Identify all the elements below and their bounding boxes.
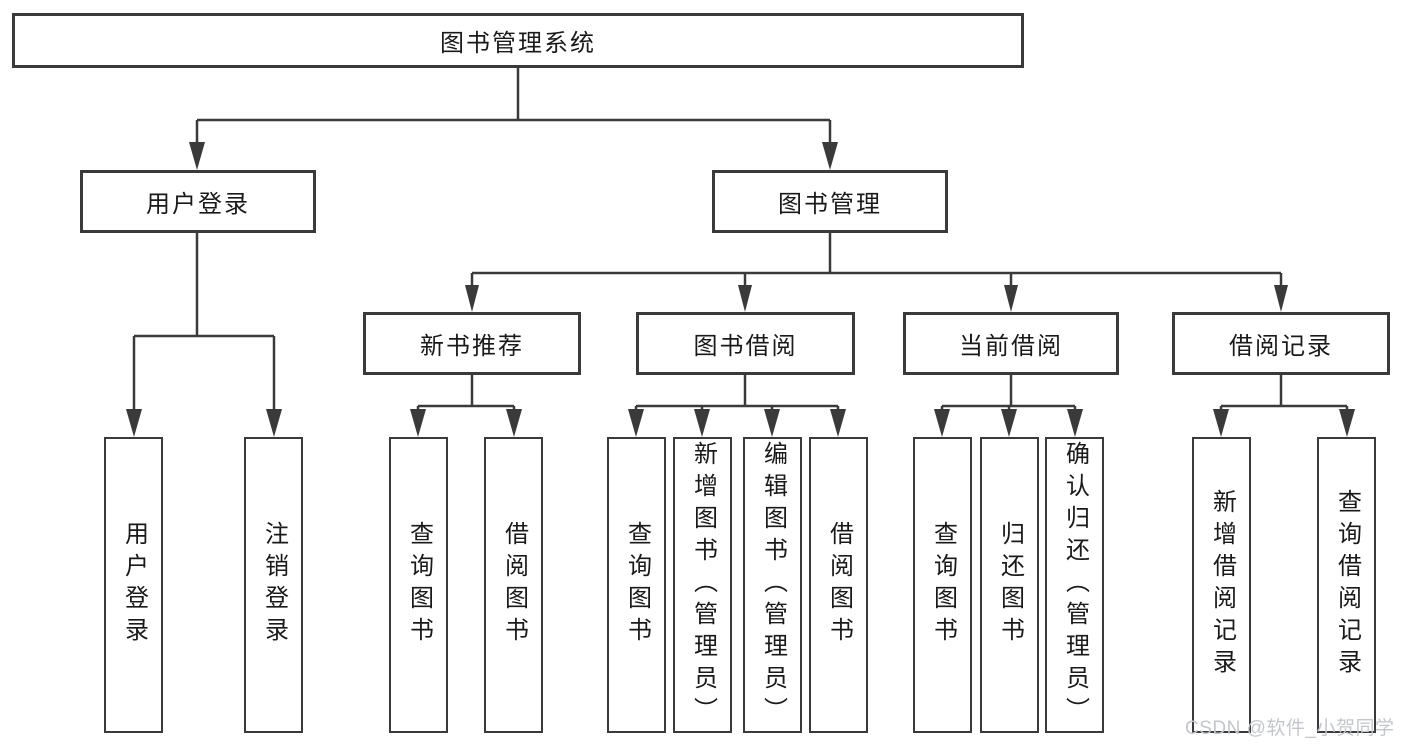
- leaf-current-confirm-return-admin-label: 确认归还（管理员）: [1061, 441, 1089, 729]
- arrow-down-icon: [822, 142, 838, 170]
- node-book-management: 图书管理: [712, 170, 948, 233]
- node-borrow-records-label: 借阅记录: [1229, 333, 1333, 360]
- node-book-borrow-label: 图书借阅: [693, 333, 798, 360]
- leaf-borrow-edit-books-admin-label: 编辑图书（管理员）: [759, 441, 787, 729]
- leaf-borrow-add-books-admin-label: 新增图书（管理员）: [689, 441, 717, 729]
- connector-newbook-to-leaves: [416, 375, 516, 414]
- leaf-borrow-query-books-label: 查询图书: [623, 521, 651, 649]
- arrow-down-icon: [1213, 409, 1229, 437]
- leaf-user-login-label: 用户登录: [120, 521, 148, 649]
- watermark-text: CSDN @软件_小贺同学: [1185, 718, 1395, 739]
- leaf-record-query-label: 查询借阅记录: [1333, 489, 1361, 681]
- arrow-down-icon: [934, 409, 950, 437]
- arrow-down-icon: [764, 409, 780, 437]
- node-current-borrow: 当前借阅: [903, 312, 1119, 375]
- node-book-management-label: 图书管理: [778, 191, 882, 218]
- leaf-record-add: 新增借阅记录: [1192, 437, 1251, 733]
- leaf-borrow-query-books: 查询图书: [607, 437, 666, 733]
- leaf-newbook-borrow-books-label: 借阅图书: [500, 521, 528, 649]
- arrow-down-icon: [1339, 409, 1355, 437]
- leaf-borrow-borrow-books-label: 借阅图书: [825, 521, 853, 649]
- node-borrow-records: 借阅记录: [1172, 312, 1390, 375]
- leaf-logout: 注销登录: [244, 437, 303, 733]
- arrowheads: [126, 142, 1355, 437]
- arrow-down-icon: [410, 409, 426, 437]
- arrow-down-icon: [1274, 285, 1288, 312]
- leaf-record-query: 查询借阅记录: [1317, 437, 1376, 733]
- leaf-current-confirm-return-admin: 确认归还（管理员）: [1045, 437, 1104, 733]
- leaf-user-login: 用户登录: [104, 437, 163, 733]
- arrow-down-icon: [506, 409, 522, 437]
- leaf-current-query-books-label: 查询图书: [929, 521, 957, 649]
- node-current-borrow-label: 当前借阅: [959, 333, 1063, 360]
- leaf-borrow-add-books-admin: 新增图书（管理员）: [673, 437, 732, 733]
- arrow-down-icon: [738, 285, 752, 312]
- node-new-book-recommend: 新书推荐: [363, 312, 581, 375]
- arrow-down-icon: [830, 409, 846, 437]
- leaf-current-return-books: 归还图书: [980, 437, 1039, 733]
- leaf-newbook-borrow-books: 借阅图书: [484, 437, 543, 733]
- arrow-down-icon: [694, 409, 710, 437]
- node-user-login-label: 用户登录: [146, 191, 250, 218]
- arrow-down-icon: [1067, 409, 1083, 437]
- arrow-down-icon: [465, 285, 479, 312]
- leaf-borrow-edit-books-admin: 编辑图书（管理员）: [743, 437, 802, 733]
- arrow-down-icon: [1004, 285, 1018, 312]
- connector-root-to-level2: [195, 68, 832, 144]
- node-root-label: 图书管理系统: [440, 30, 596, 57]
- leaf-current-return-books-label: 归还图书: [996, 521, 1024, 649]
- arrow-down-icon: [189, 142, 205, 170]
- connector-borrowrecord-to-leaves: [1219, 375, 1349, 414]
- leaf-newbook-query-books: 查询图书: [389, 437, 448, 733]
- connector-bookborrow-to-leaves: [634, 375, 840, 414]
- arrow-down-icon: [126, 409, 142, 437]
- connector-bookmgmt-to-level3: [470, 233, 1283, 288]
- arrow-down-icon: [266, 409, 282, 437]
- arrow-down-icon: [628, 409, 644, 437]
- leaf-record-add-label: 新增借阅记录: [1208, 489, 1236, 681]
- connector-currentborrow-to-leaves: [940, 375, 1077, 414]
- leaf-newbook-query-books-label: 查询图书: [405, 521, 433, 649]
- node-user-login: 用户登录: [80, 170, 316, 233]
- leaf-logout-label: 注销登录: [260, 521, 288, 649]
- leaf-current-query-books: 查询图书: [913, 437, 972, 733]
- arrow-down-icon: [1001, 409, 1017, 437]
- connector-userlogin-to-leaves: [132, 233, 276, 412]
- node-book-borrow: 图书借阅: [636, 312, 855, 375]
- node-root: 图书管理系统: [12, 13, 1024, 68]
- leaf-borrow-borrow-books: 借阅图书: [809, 437, 868, 733]
- node-new-book-recommend-label: 新书推荐: [420, 333, 524, 360]
